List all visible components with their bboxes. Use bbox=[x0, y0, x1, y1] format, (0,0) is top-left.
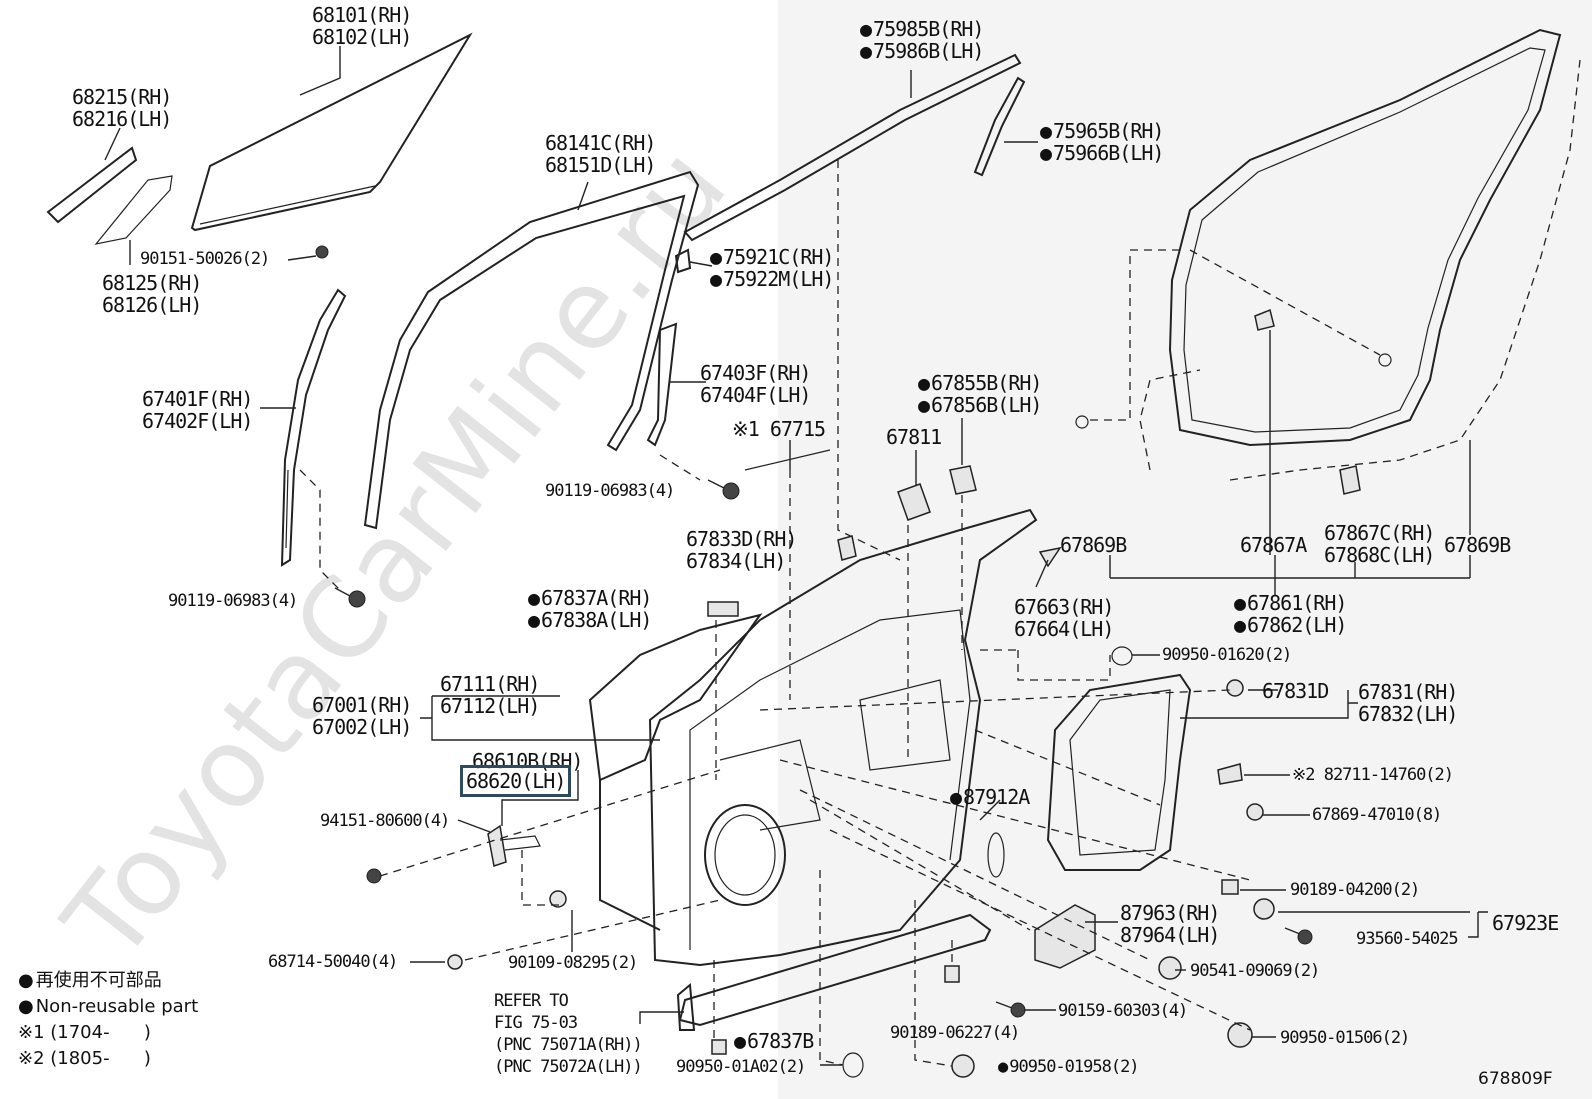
bracket-87963[interactable] bbox=[1034, 904, 1096, 969]
label-67401[interactable]: 67401F(RH)67402F(LH) bbox=[142, 387, 253, 433]
legend-note-2: ※2 (1805- ) bbox=[18, 1048, 151, 1069]
diagram-code: 678809F bbox=[1478, 1069, 1553, 1089]
clip-82711 bbox=[1217, 763, 1243, 785]
label-94151[interactable]: 94151-80600(4) bbox=[320, 811, 450, 831]
moulding-end bbox=[676, 983, 696, 1031]
label-90151[interactable]: 90151-50026(2) bbox=[140, 249, 270, 269]
lower-moulding[interactable] bbox=[678, 913, 992, 1027]
label-67001[interactable]: 67001(RH)67002(LH) bbox=[312, 693, 412, 739]
label-90950-01958[interactable]: 90950-01958(2) bbox=[998, 1056, 1140, 1078]
tape-67811 bbox=[897, 483, 931, 521]
label-90189-06227[interactable]: 90189-06227(4) bbox=[890, 1023, 1020, 1043]
background-shade bbox=[778, 0, 1592, 1099]
label-93560[interactable]: 93560-54025 bbox=[1356, 929, 1459, 949]
clip-67869b-l bbox=[1075, 415, 1089, 429]
upper-moulding[interactable] bbox=[683, 53, 1026, 242]
label-67923e[interactable]: 67923E bbox=[1492, 911, 1559, 935]
label-68215[interactable]: 68215(RH)68216(LH) bbox=[72, 85, 172, 131]
label-90189-04200[interactable]: 90189-04200(2) bbox=[1290, 880, 1420, 900]
label-67833[interactable]: 67833D(RH)67834(LH) bbox=[686, 527, 797, 573]
legend-non-reusable-en: Non-reusable part bbox=[18, 996, 198, 1018]
label-90541[interactable]: 90541-09069(2) bbox=[1190, 961, 1320, 981]
quarter-glass-seal[interactable] bbox=[46, 146, 173, 245]
label-67869b-left[interactable]: 67869B bbox=[1060, 533, 1127, 557]
front-lower-channel[interactable] bbox=[646, 322, 678, 447]
label-87963[interactable]: 87963(RH)87964(LH) bbox=[1120, 901, 1220, 947]
label-75985[interactable]: 75985B(RH)75986B(LH) bbox=[860, 18, 984, 62]
label-67663[interactable]: 67663(RH)67664(LH) bbox=[1014, 595, 1114, 641]
label-68141[interactable]: 68141C(RH)68151D(LH) bbox=[545, 131, 656, 177]
leader-lines bbox=[104, 46, 1488, 1066]
plug-90950-01a02 bbox=[842, 1052, 864, 1078]
label-67831d[interactable]: 67831D bbox=[1262, 679, 1329, 703]
label-68714[interactable]: 68714-50040(4) bbox=[268, 952, 398, 972]
label-68101[interactable]: 68101(RH)68102(LH) bbox=[312, 3, 412, 49]
fasteners bbox=[315, 245, 1313, 1078]
plug-90950-01620 bbox=[1111, 646, 1133, 666]
label-90159[interactable]: 90159-60303(4) bbox=[1058, 1001, 1188, 1021]
label-67111[interactable]: 67111(RH)67112(LH) bbox=[440, 672, 540, 718]
label-90119-a[interactable]: 90119-06983(4) bbox=[545, 481, 675, 501]
label-67837a[interactable]: 67837A(RH)67838A(LH) bbox=[528, 587, 652, 631]
label-67861[interactable]: 67861(RH)67862(LH) bbox=[1234, 592, 1347, 636]
label-67867a[interactable]: 67867A bbox=[1240, 533, 1307, 557]
highlight-68620[interactable]: 68620(LH) bbox=[460, 765, 572, 797]
label-75921[interactable]: 75921C(RH)75922M(LH) bbox=[710, 246, 834, 290]
label-67715[interactable]: ※1 67715 bbox=[732, 417, 826, 441]
label-90950-01a02[interactable]: 90950-01A02(2) bbox=[676, 1057, 806, 1077]
door-weatherstrip[interactable] bbox=[1139, 28, 1581, 481]
reference-lines bbox=[299, 160, 1381, 1067]
label-67837b[interactable]: 67837B bbox=[734, 1029, 814, 1053]
label-68125[interactable]: 68125(RH)68126(LH) bbox=[102, 271, 202, 317]
label-67403[interactable]: 67403F(RH)67404F(LH) bbox=[700, 361, 811, 407]
door-panel[interactable] bbox=[588, 508, 1038, 967]
legend-note-1: ※1 (1704- ) bbox=[18, 1022, 151, 1043]
rear-lower-channel[interactable] bbox=[280, 288, 347, 567]
clip-67869b-r bbox=[1378, 353, 1392, 367]
label-87912a[interactable]: 87912A bbox=[950, 785, 1030, 809]
door-frame-moulding[interactable] bbox=[363, 170, 700, 530]
clip-67855 bbox=[949, 465, 977, 495]
plug-87912a bbox=[987, 832, 1005, 878]
strip-67715 bbox=[744, 449, 831, 471]
label-90950-01506[interactable]: 90950-01506(2) bbox=[1280, 1028, 1410, 1048]
service-hole-cover[interactable] bbox=[1046, 673, 1192, 871]
label-90119-b[interactable]: 90119-06983(4) bbox=[168, 591, 298, 611]
label-67831[interactable]: 67831(RH)67832(LH) bbox=[1358, 680, 1458, 726]
clip-67867c bbox=[1339, 465, 1361, 495]
door-glass[interactable] bbox=[190, 32, 473, 232]
label-68610[interactable]: 68610B(RH)68620(LH) bbox=[460, 750, 583, 797]
door-check[interactable] bbox=[487, 824, 541, 867]
label-67869b-right[interactable]: 67869B bbox=[1444, 533, 1511, 557]
label-82711[interactable]: ※2 82711-14760(2) bbox=[1292, 765, 1454, 785]
label-67869-47010[interactable]: 67869-47010(8) bbox=[1312, 805, 1442, 825]
legend-non-reusable-jp: 再使用不可部品 bbox=[18, 970, 162, 992]
label-90950-01620[interactable]: 90950-01620(2) bbox=[1162, 645, 1292, 665]
label-67811[interactable]: 67811 bbox=[886, 425, 942, 449]
label-67867c[interactable]: 67867C(RH)67868C(LH) bbox=[1324, 521, 1435, 567]
label-90109[interactable]: 90109-08295(2) bbox=[508, 953, 638, 973]
end-cap bbox=[674, 248, 692, 274]
label-67855[interactable]: 67855B(RH)67856B(LH) bbox=[918, 372, 1042, 416]
clip-67867a bbox=[1254, 308, 1275, 331]
label-75965[interactable]: 75965B(RH)75966B(LH) bbox=[1040, 120, 1164, 164]
